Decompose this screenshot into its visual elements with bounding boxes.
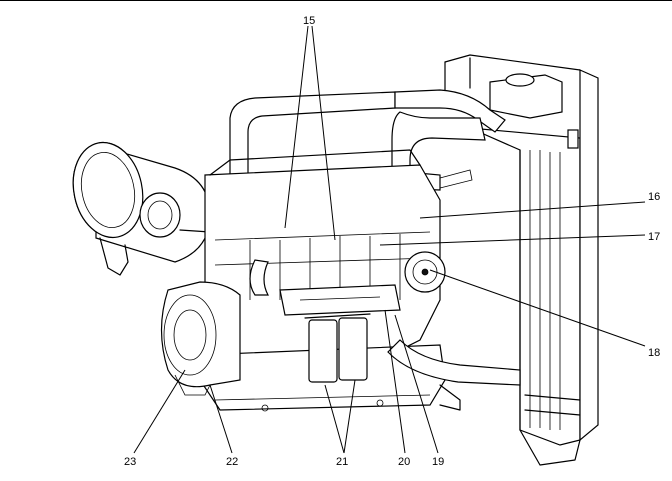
fuel-filters	[304, 313, 371, 383]
callout-17: 17	[648, 231, 660, 243]
callout-22: 22	[226, 456, 238, 468]
alternator	[404, 251, 446, 293]
callout-18: 18	[648, 347, 660, 359]
callout-20: 20	[398, 456, 410, 468]
leader-lines	[133, 25, 646, 454]
air-filter	[72, 141, 211, 276]
callout-16: 16	[648, 191, 660, 203]
lower-hose	[387, 339, 521, 386]
callout-23: 23	[124, 456, 136, 468]
top-border-line	[0, 0, 672, 1]
flywheel-housing	[160, 281, 241, 396]
callout-19: 19	[432, 456, 444, 468]
callout-21: 21	[336, 456, 348, 468]
radiator	[444, 54, 599, 466]
callout-15: 15	[303, 15, 315, 27]
